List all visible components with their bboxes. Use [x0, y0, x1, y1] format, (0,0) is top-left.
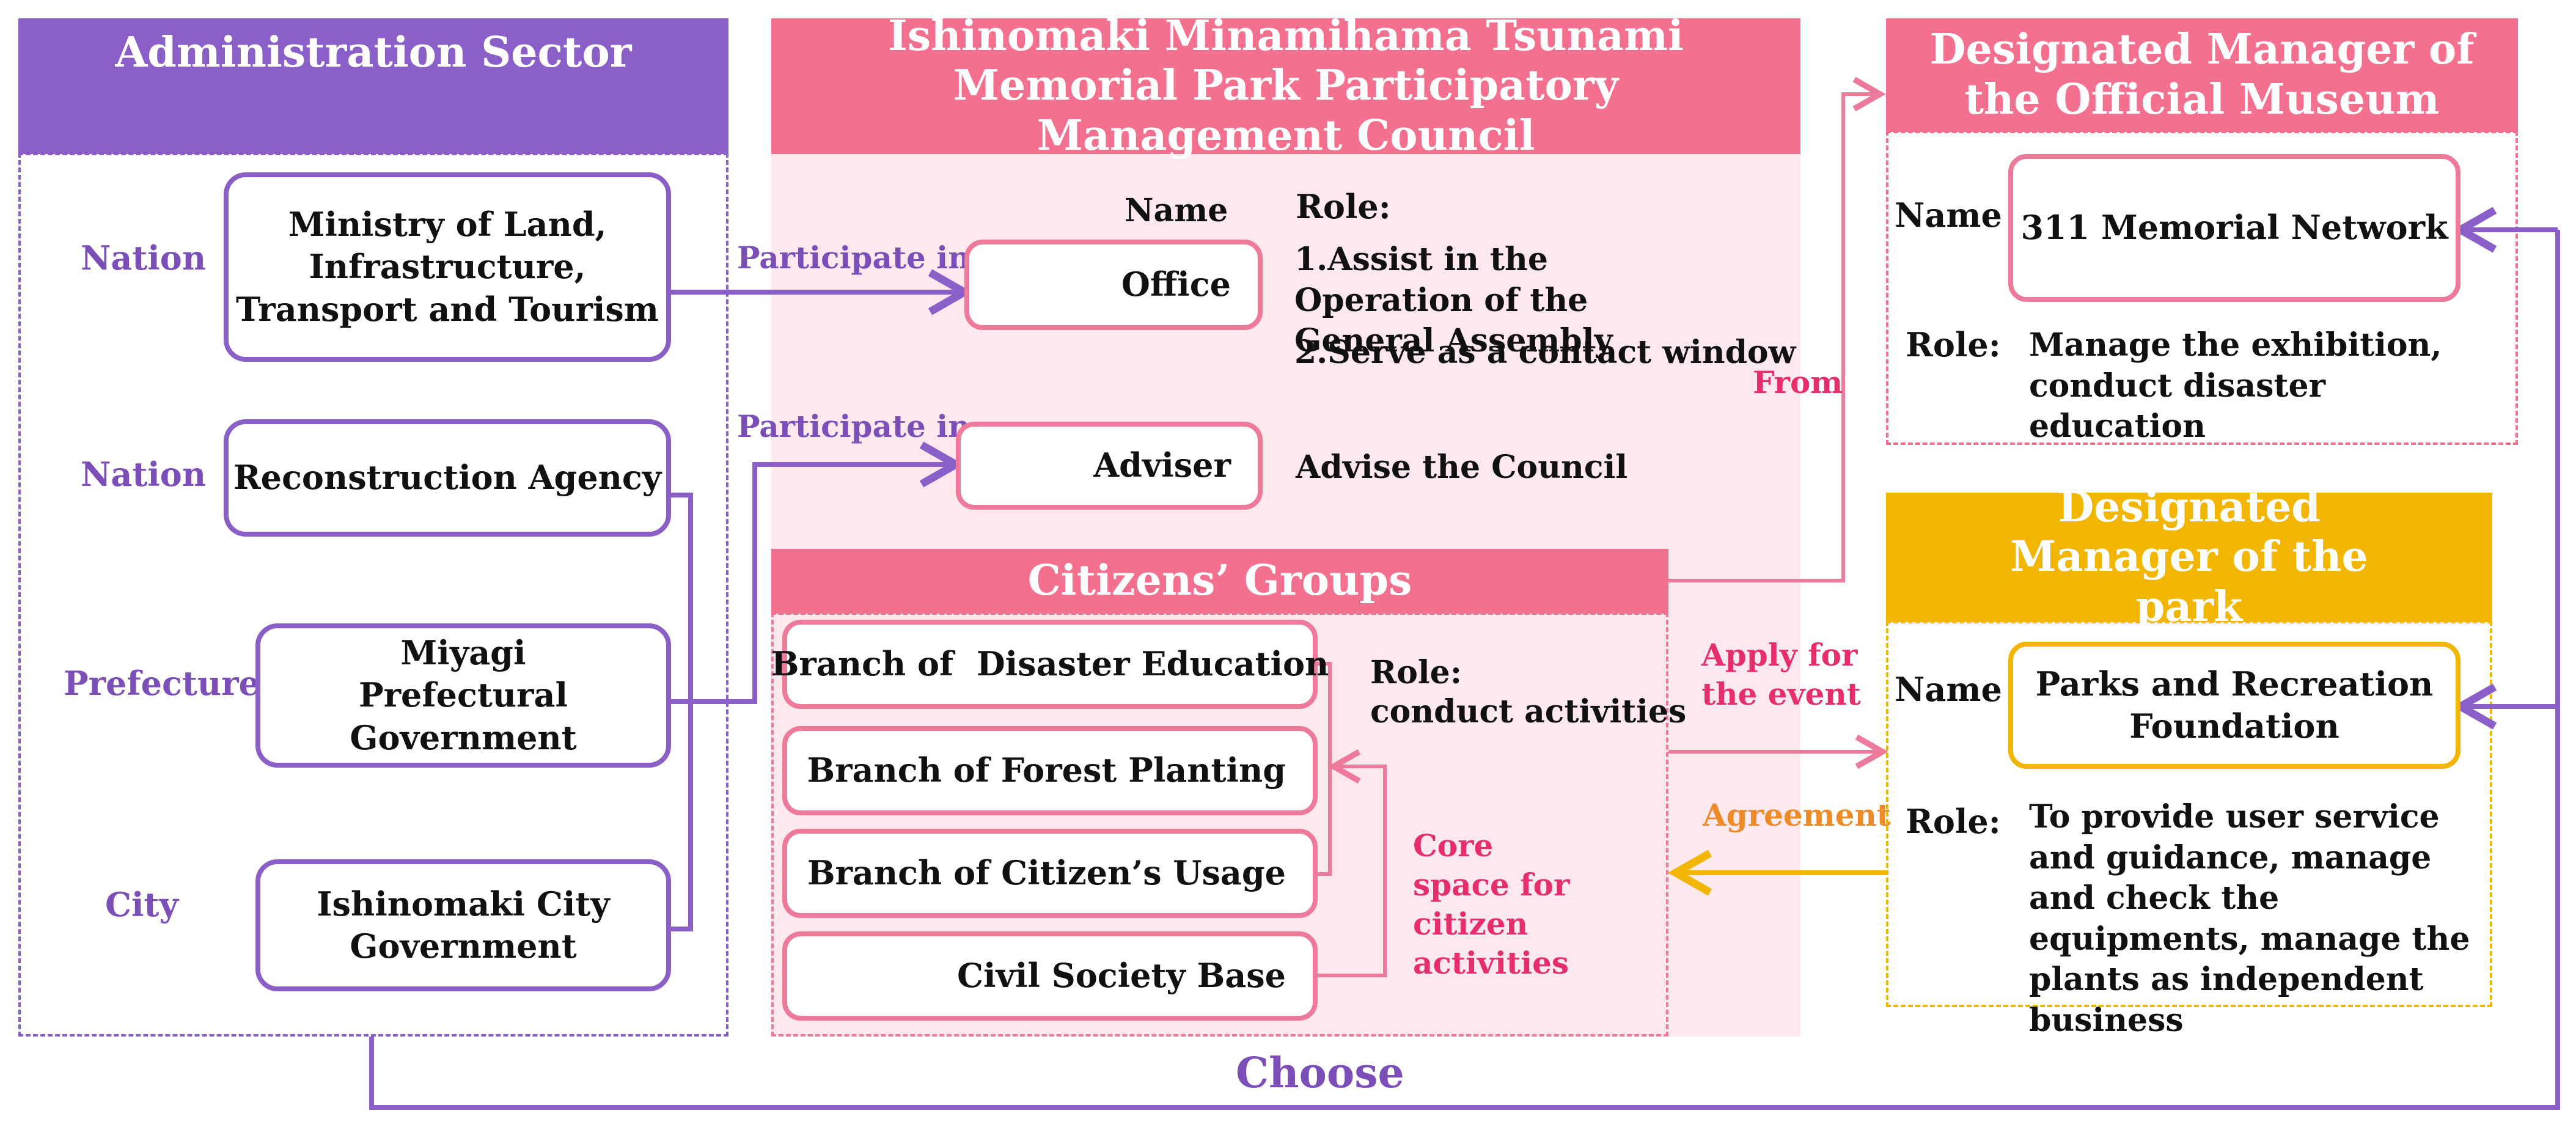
museum-header: Designated Manager of the Official Museu… [1886, 18, 2518, 132]
council-header: Ishinomaki Minamihama Tsunami Memorial P… [771, 12, 1800, 160]
reconstruction-label: Reconstruction Agency [233, 458, 662, 497]
ministry-label: Ministry of Land, Infrastructure, Transp… [236, 205, 659, 329]
participate-label-2: Participate in [737, 408, 971, 444]
museum-role-text: Manage the exhibition, conduct disaster … [2029, 326, 2442, 446]
citizens-role-text: conduct activities [1370, 693, 1687, 730]
citizens-groups-panel [771, 612, 1668, 1037]
branch-forest-planting-label: Branch of Forest Planting [807, 751, 1286, 790]
ishinomaki-box: Ishinomaki City Government [255, 859, 671, 991]
choose-label: Choose [1236, 1049, 1404, 1098]
administration-header: Administration Sector [18, 18, 728, 154]
from-arrow [1668, 76, 1886, 582]
museum-name-box: 311 Memorial Network [2008, 154, 2460, 302]
civil-society-base-label: Civil Society Base [957, 956, 1286, 996]
civil-society-base-box: Civil Society Base [782, 931, 1318, 1021]
council-title: Ishinomaki Minamihama Tsunami Memorial P… [888, 11, 1684, 160]
park-header: Designated Manager of the park [1886, 483, 2492, 631]
park-name-label: Name [1895, 670, 2002, 709]
office-box: Office [964, 240, 1263, 330]
choose-loop [369, 683, 2560, 1110]
ministry-box: Ministry of Land, Infrastructure, Transp… [224, 172, 671, 362]
apply-event-label: Apply for the event [1701, 637, 1861, 712]
branch-bracket [1318, 662, 1332, 876]
level-nation-1: Nation [81, 238, 207, 277]
office-role-1: 1.Assist in the Operation of the General… [1294, 241, 1613, 360]
adviser-box: Adviser [956, 422, 1263, 510]
museum-role-label: Role: [1906, 325, 2001, 364]
miyagi-adviser-arrow [691, 441, 964, 704]
level-prefecture: Prefecture [64, 664, 260, 703]
level-city: City [105, 885, 178, 924]
adviser-role: Advise the Council [1296, 449, 1628, 486]
miyagi-box: Miyagi Prefectural Government [255, 623, 671, 768]
level-nation-2: Nation [81, 455, 207, 494]
council-role-header: Role: [1296, 187, 1391, 226]
branch-disaster-education-box: Branch of Disaster Education [771, 620, 1329, 709]
museum-name-label: Name [1895, 196, 2002, 235]
reconstruction-agency-box: Reconstruction Agency [224, 419, 671, 537]
branch-citizens-usage-box: Branch of Citizen’s Usage [782, 829, 1318, 918]
museum-panel [1886, 131, 2518, 445]
core-space-label: Core space for citizen activities [1413, 828, 1570, 981]
from-label: From [1753, 364, 1843, 400]
branch-disaster-education-label: Branch of Disaster Education [771, 644, 1329, 684]
council-name-header: Name [1125, 192, 1228, 229]
park-panel [1886, 621, 2492, 1007]
bracket-line [671, 493, 693, 931]
participate-label-1: Participate in [737, 240, 971, 276]
citizens-groups-header: Citizens’ Groups [771, 549, 1668, 614]
adviser-label: Adviser [1093, 446, 1231, 485]
branch-citizens-usage-label: Branch of Citizen’s Usage [807, 853, 1286, 893]
ishinomaki-label: Ishinomaki City Government [317, 884, 610, 966]
office-label: Office [1121, 265, 1231, 304]
core-space-arrow [1318, 749, 1387, 977]
citizens-role-label: Role: [1370, 654, 1462, 691]
park-name-box: Parks and Recreation Foundation [2008, 642, 2460, 769]
branch-forest-planting-box: Branch of Forest Planting [782, 726, 1318, 815]
park-role-text: To provide user service and guidance, ma… [2029, 798, 2470, 1039]
park-role-label: Role: [1906, 802, 2001, 841]
office-role-2: 2.Serve as a contact window [1294, 334, 1796, 371]
administration-panel [18, 153, 728, 1037]
museum-name-value: 311 Memorial Network [2020, 208, 2448, 248]
agreement-label: Agreement [1703, 797, 1891, 833]
park-name-value: Parks and Recreation Foundation [2035, 664, 2434, 746]
miyagi-label: Miyagi Prefectural Government [350, 633, 577, 757]
